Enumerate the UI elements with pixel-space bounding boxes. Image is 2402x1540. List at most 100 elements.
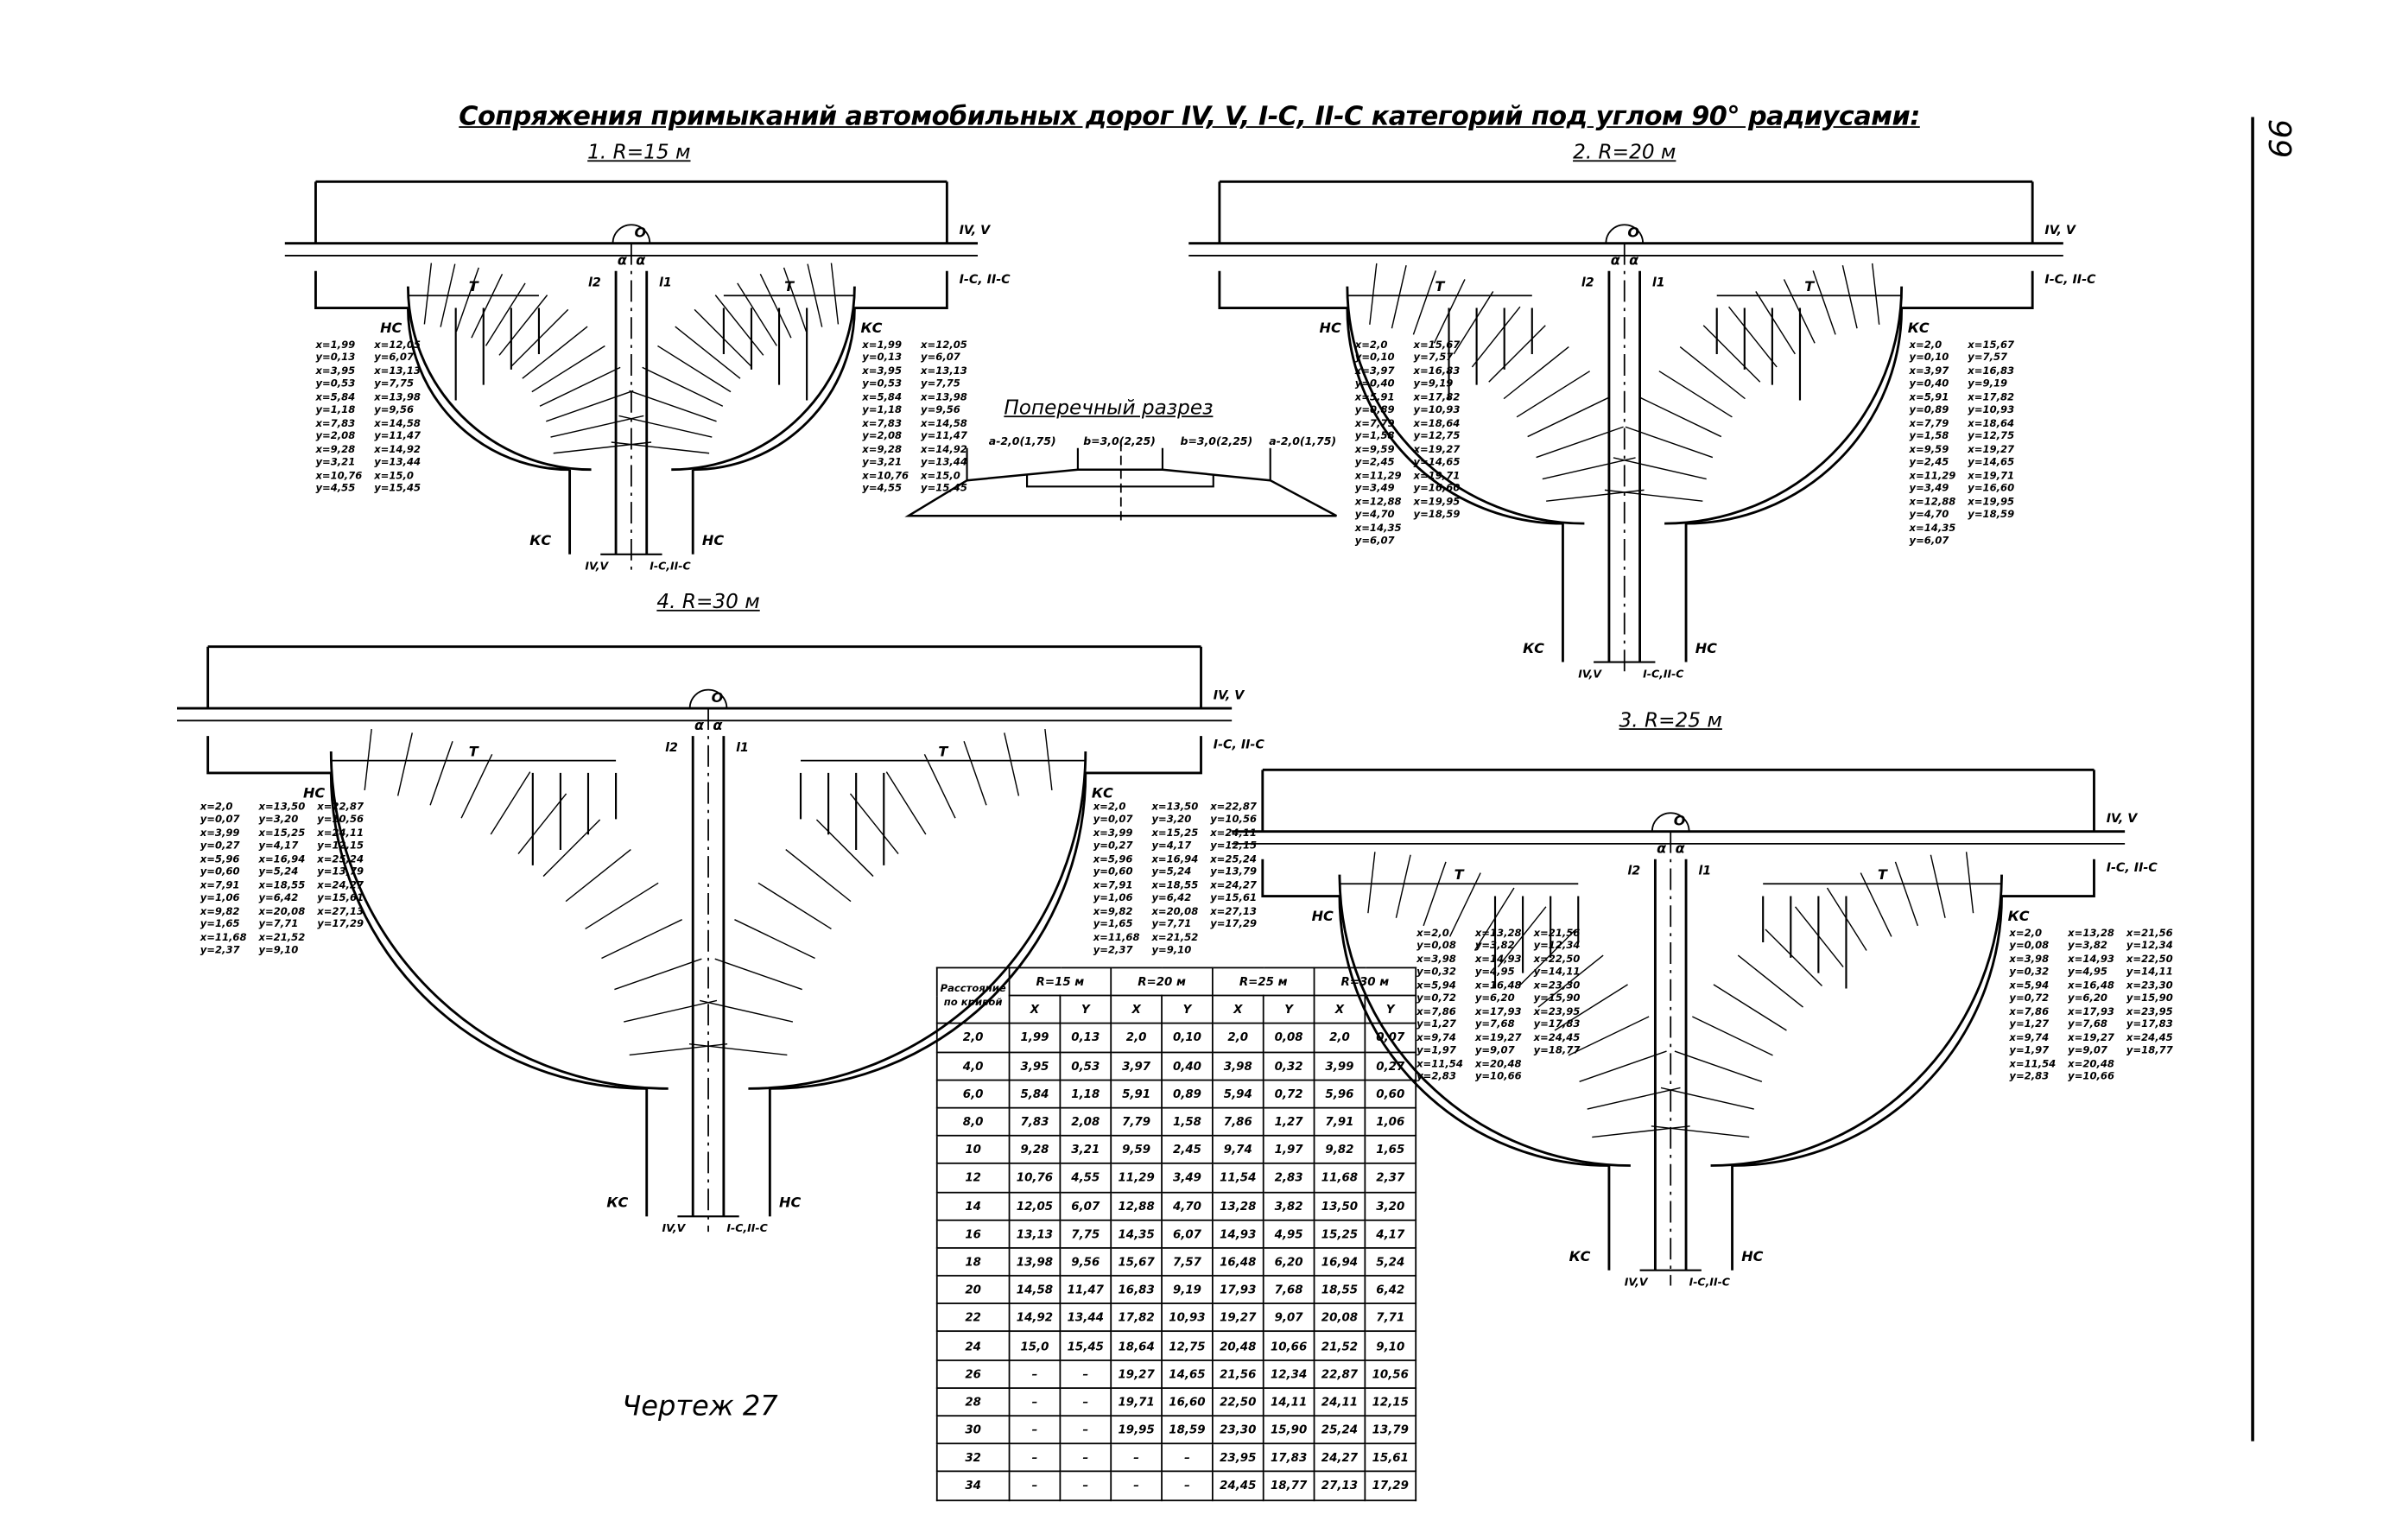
coordinate-x-label: x=15,0 xyxy=(373,469,414,481)
offset-line-r25 xyxy=(1423,861,1447,927)
offset-line-r15 xyxy=(455,267,479,333)
table-cell: 18,64 xyxy=(1110,1331,1163,1361)
coordinate-x-label: x=19,27 xyxy=(1474,1031,1523,1043)
offset-line-r30 xyxy=(1044,728,1053,791)
curve-point-label: НС xyxy=(1695,640,1717,656)
coordinate-y-label: y=12,34 xyxy=(1534,939,1581,951)
table-cell: 11,68 xyxy=(1313,1163,1366,1193)
offset-line-r25 xyxy=(1930,854,1946,918)
coordinate-y-label: y=14,11 xyxy=(2126,965,2173,977)
table-cell-distance: 22 xyxy=(935,1302,1011,1333)
coordinate-y-label: y=7,75 xyxy=(374,377,414,389)
coordinate-y-label: y=2,37 xyxy=(1093,943,1134,955)
coordinate-x-label: x=9,74 xyxy=(2008,1031,2049,1043)
coordinate-x-label: x=11,29 xyxy=(1909,469,1956,481)
table-cell: 2,0 xyxy=(1313,1023,1366,1053)
offset-line-r30 xyxy=(614,958,702,991)
table-header-group: R=20 м xyxy=(1110,966,1214,997)
coordinate-y-label: y=12,15 xyxy=(317,839,364,851)
table-header-y: Y xyxy=(1364,994,1417,1025)
table-cell: 14,58 xyxy=(1008,1275,1062,1305)
coordinate-y-label: y=0,10 xyxy=(1355,351,1395,363)
coordinate-y-label: y=9,19 xyxy=(1968,377,2007,389)
coordinate-x-label: x=21,52 xyxy=(257,931,305,943)
table-cell: – xyxy=(1008,1415,1062,1445)
main-road-category2: I-C, II-C xyxy=(960,273,1011,287)
table-cell: 7,75 xyxy=(1059,1219,1112,1249)
table-cell: – xyxy=(1161,1442,1214,1473)
table-cell: 13,28 xyxy=(1211,1190,1264,1221)
coordinate-x-label: x=1,99 xyxy=(314,339,355,351)
table-header-y: Y xyxy=(1161,994,1214,1025)
coordinate-x-label: x=10,76 xyxy=(861,469,909,481)
main-road-edge-r15 xyxy=(314,270,948,309)
coordinate-y-label: y=6,07 xyxy=(374,351,415,363)
table-cell: 0,08 xyxy=(1262,1023,1315,1053)
offset-line-r25 xyxy=(1592,1125,1690,1138)
offset-line-r20 xyxy=(1536,426,1624,459)
table-cell-distance: 28 xyxy=(935,1386,1011,1417)
main-road-edge-r30 xyxy=(206,736,1202,775)
coordinate-x-label: x=9,59 xyxy=(1354,443,1395,455)
table-header-distance: Расстояние по кривой xyxy=(935,966,1011,1025)
l2-label: l2 xyxy=(1627,865,1640,878)
coordinate-x-label: x=24,27 xyxy=(316,879,364,891)
coordinate-x-label: x=14,35 xyxy=(1909,522,1956,534)
coordinate-x-label: x=9,74 xyxy=(1416,1031,1456,1043)
coordinate-y-label: y=2,08 xyxy=(315,429,355,441)
table-cell: 0,13 xyxy=(1059,1023,1112,1053)
table-cell: 3,49 xyxy=(1161,1163,1214,1193)
table-cell: 13,13 xyxy=(1008,1219,1062,1249)
coordinate-x-label: x=2,0 xyxy=(1354,339,1388,351)
coordinate-y-label: y=0,72 xyxy=(2009,992,2049,1004)
coordinate-y-label: y=1,06 xyxy=(1093,891,1133,903)
table-cell: 18,55 xyxy=(1313,1275,1366,1305)
table-cell: 0,32 xyxy=(1262,1050,1315,1081)
coordinate-y-label: y=15,90 xyxy=(1534,992,1581,1004)
cross-section-dim-label: a-2,0(1,75) xyxy=(989,434,1056,447)
coordinate-x-label: x=18,64 xyxy=(1967,417,2014,429)
table-cell: 18,59 xyxy=(1161,1415,1214,1445)
coordinate-x-label: x=17,93 xyxy=(1474,1005,1522,1017)
coordinate-x-label: x=5,84 xyxy=(861,391,902,403)
table-cell: 15,45 xyxy=(1059,1331,1112,1361)
coordinate-y-label: y=4,55 xyxy=(315,482,355,494)
coordinate-x-label: x=18,55 xyxy=(1150,879,1198,891)
coordinate-y-label: y=15,45 xyxy=(921,482,967,494)
offset-line-r30 xyxy=(601,919,682,960)
coordinate-y-label: y=9,07 xyxy=(2068,1043,2108,1055)
l1-label: l1 xyxy=(659,276,672,290)
l2-label: l2 xyxy=(588,276,601,290)
coordinate-x-label: x=21,56 xyxy=(2126,927,2173,939)
table-cell: 1,18 xyxy=(1059,1079,1112,1109)
table-cell: 22,87 xyxy=(1313,1359,1366,1389)
coordinate-y-label: y=3,82 xyxy=(2068,939,2107,951)
offset-line-r30 xyxy=(542,819,601,878)
table-cell: 19,27 xyxy=(1211,1302,1264,1333)
coordinate-y-label: y=0,08 xyxy=(2009,939,2049,951)
coordinate-y-label: y=0,53 xyxy=(315,377,355,389)
curb-curve-r15 xyxy=(406,307,570,472)
offset-line-r25 xyxy=(1765,928,1823,987)
coordinate-y-label: y=3,20 xyxy=(1151,813,1191,825)
coordinate-y-label: y=1,18 xyxy=(315,403,355,415)
coordinate-x-label: x=14,35 xyxy=(1354,522,1402,534)
table-header-x: X xyxy=(1211,994,1264,1025)
offset-line-r25 xyxy=(1737,954,1803,1008)
cross-section-dims xyxy=(908,447,1337,517)
coordinate-x-label: x=22,50 xyxy=(1533,953,1581,965)
offset-line-r25 xyxy=(1518,928,1576,987)
offset-line-r25 xyxy=(1965,852,1974,914)
coordinate-x-label: x=22,50 xyxy=(2126,953,2173,965)
table-cell: 1,58 xyxy=(1161,1106,1214,1137)
side-road-category: IV,V xyxy=(662,1221,687,1234)
coordinate-y-label: y=7,71 xyxy=(1151,917,1191,929)
main-road-edge-r20 xyxy=(1218,270,2034,309)
table-cell: 16,60 xyxy=(1161,1386,1214,1417)
main-road-category: IV, V xyxy=(2107,812,2138,826)
coordinate-y-label: y=4,95 xyxy=(1475,965,1515,977)
offset-line-r30 xyxy=(849,793,899,855)
